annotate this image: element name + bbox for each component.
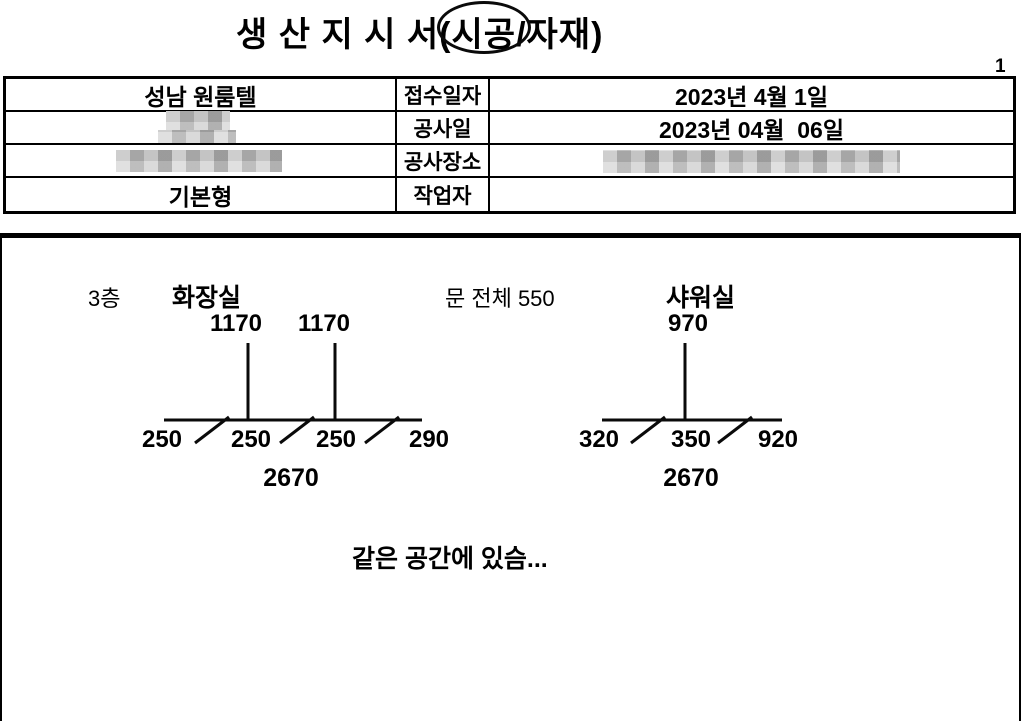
- header-info-table: 성남 원룸텔 접수일자 2023년 4월 1일 공사일 2023년 04월 06…: [3, 76, 1016, 214]
- dimension-value: 1170: [297, 310, 351, 337]
- dimension-value: 920: [757, 426, 799, 453]
- redacted-text-block: [158, 130, 236, 143]
- redacted-text-block: [166, 111, 230, 133]
- dimension-value: 320: [578, 426, 620, 453]
- dimension-value: 290: [408, 426, 450, 453]
- table-row: 기본형 작업자: [6, 178, 1013, 211]
- work-date-label: 공사일: [397, 112, 490, 143]
- table-row: 공사장소: [6, 145, 1013, 178]
- dimension-value: 1170: [209, 310, 263, 337]
- document-title: 생 산 지 시 서(시공/자재): [236, 16, 604, 54]
- work-date-value: 2023년 04월 06일: [659, 116, 844, 143]
- floor-label: 3층: [88, 286, 121, 311]
- bathroom-label: 화장실: [172, 284, 242, 312]
- work-site-label: 공사장소: [397, 145, 490, 176]
- dimension-value: 250: [315, 426, 357, 453]
- worker-label: 작업자: [397, 178, 490, 211]
- same-space-note: 같은 공간에 있슴...: [352, 545, 548, 573]
- door-total-note: 문 전체 550: [445, 286, 555, 311]
- redacted-text-block: [603, 150, 900, 173]
- redacted-cell: [6, 145, 397, 176]
- dimension-value: 250: [230, 426, 272, 453]
- dimension-value: 250: [141, 426, 183, 453]
- model-type-cell: 기본형: [6, 178, 397, 211]
- receipt-date-label: 접수일자: [397, 79, 490, 110]
- redacted-cell: [6, 112, 397, 143]
- circle-annotation: [437, 1, 531, 54]
- total-dimension: 2670: [663, 464, 719, 492]
- receipt-date-value: 2023년 4월 1일: [674, 83, 828, 110]
- redacted-text-block: [116, 150, 282, 172]
- drawing-frame: [0, 233, 1021, 721]
- worker-value: [490, 178, 1013, 211]
- shower-label: 샤워실: [666, 284, 736, 312]
- dimension-value: 350: [670, 426, 712, 453]
- project-name-cell: 성남 원룸텔: [6, 79, 397, 110]
- total-dimension: 2670: [263, 464, 319, 492]
- dimension-value: 970: [667, 310, 709, 337]
- table-row: 성남 원룸텔 접수일자 2023년 4월 1일: [6, 79, 1013, 112]
- table-row: 공사일 2023년 04월 06일: [6, 112, 1013, 145]
- page-number: 1: [995, 56, 1006, 77]
